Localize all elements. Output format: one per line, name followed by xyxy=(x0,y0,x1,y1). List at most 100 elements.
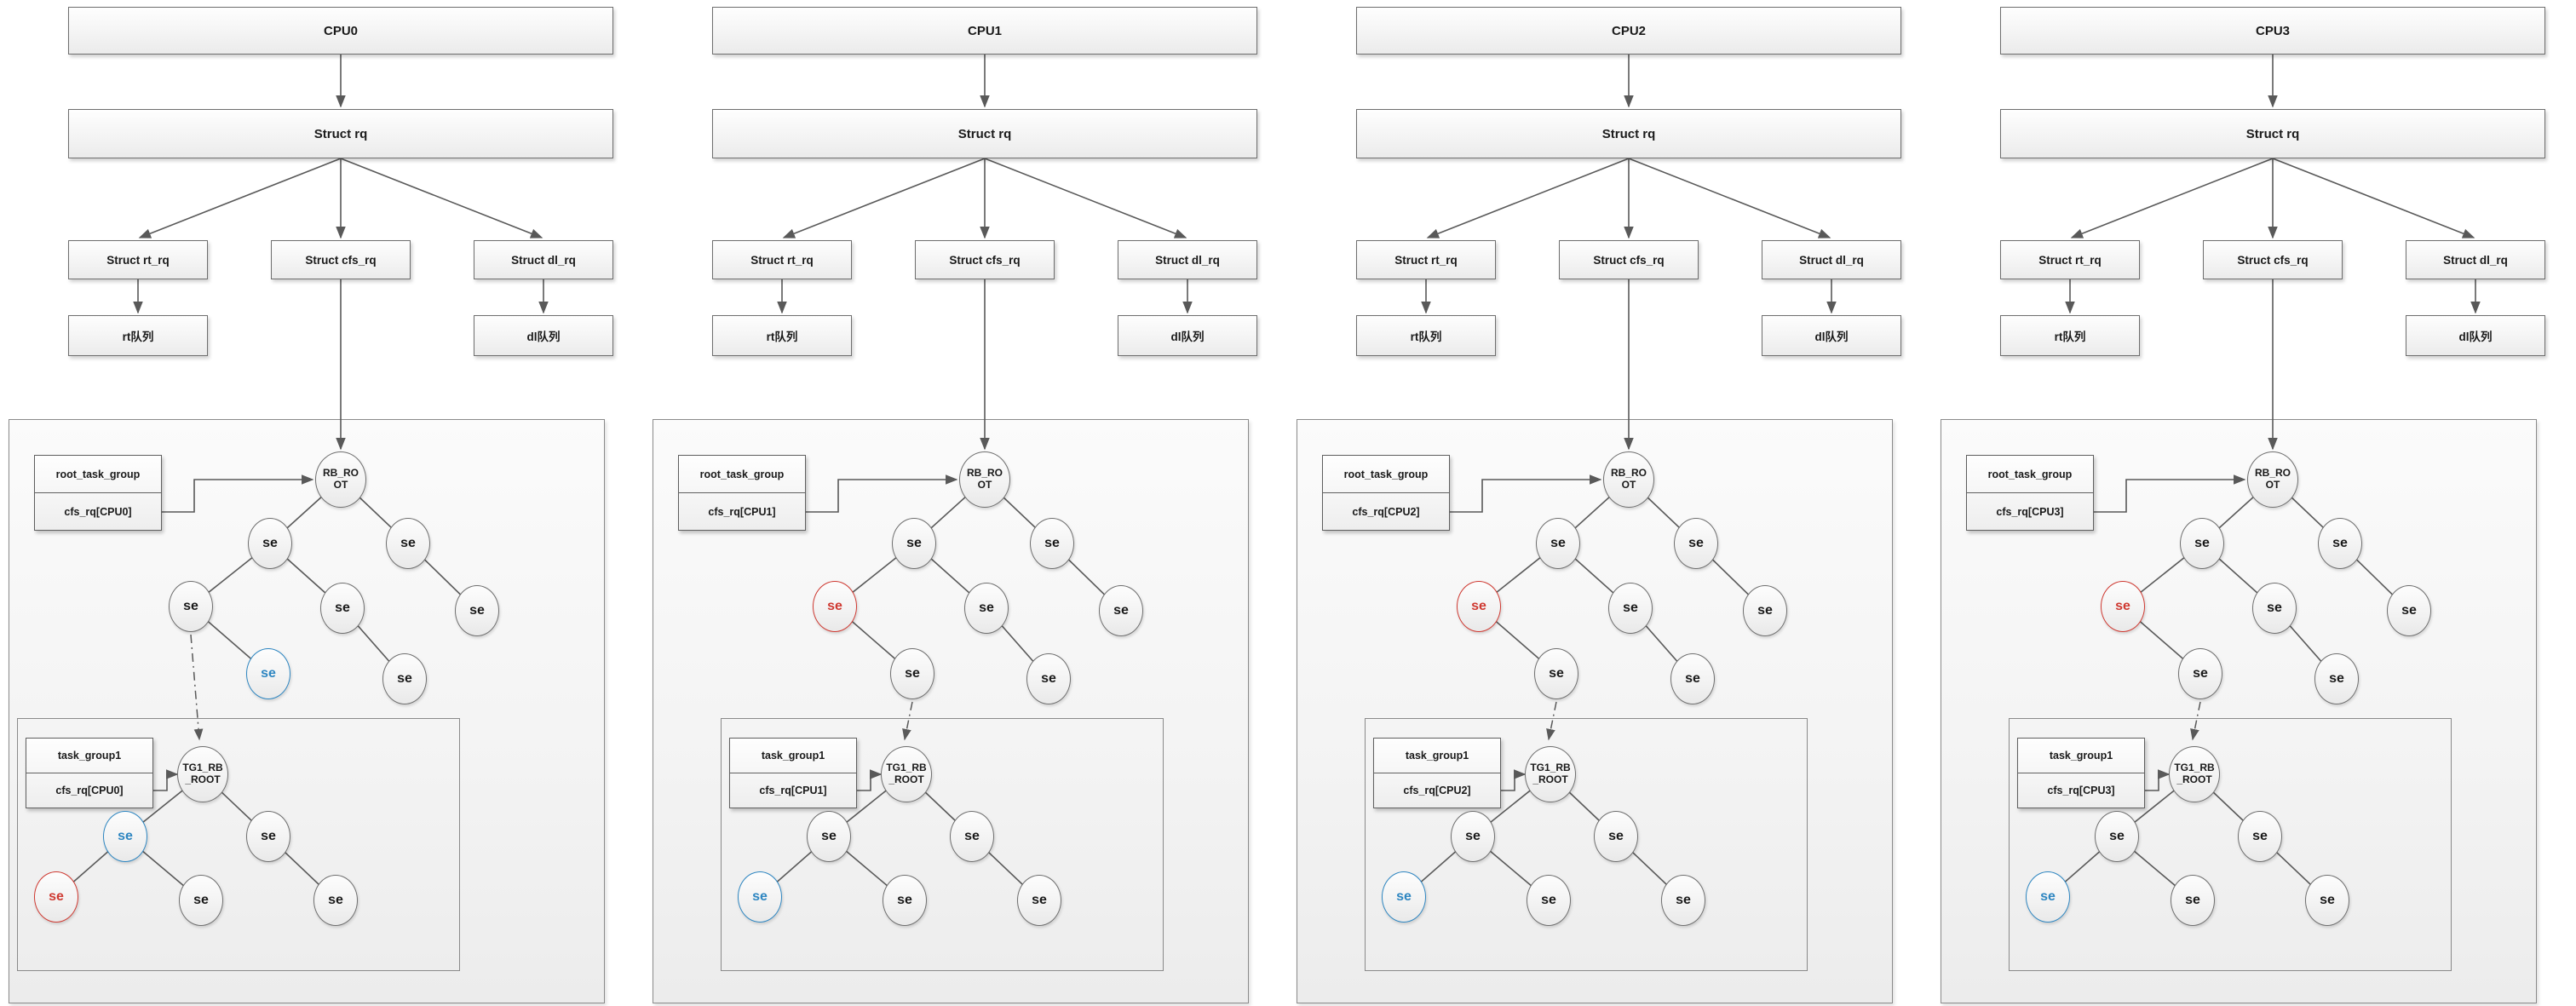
cpu-label: CPU3 xyxy=(2255,23,2290,38)
se-node-label: se xyxy=(979,601,994,615)
tg1-root-node-label: TG1_RB xyxy=(1530,762,1571,774)
struct-rt-rq-label: Struct rt_rq xyxy=(106,253,170,267)
se-node-label: se xyxy=(905,666,920,681)
struct-rq-box: Struct rq xyxy=(712,109,1257,158)
se-node-label: se xyxy=(1541,893,1556,907)
se-node: se xyxy=(2238,811,2282,862)
se-node-label: se xyxy=(1608,829,1624,843)
se-node: se xyxy=(1030,518,1074,569)
se-node: se xyxy=(1670,653,1715,704)
task-group-panel xyxy=(1365,718,1808,971)
task-group1-field: cfs_rq[CPU3] xyxy=(2047,785,2115,796)
se-node-label: se xyxy=(1676,893,1691,907)
se-node-label: se xyxy=(183,599,198,613)
se-node: se xyxy=(246,811,290,862)
se-node-label: se xyxy=(1685,671,1700,686)
rt-queue-label: rt队列 xyxy=(122,331,154,343)
task-group1-box: task_group1 cfs_rq[CPU1] xyxy=(729,738,857,808)
se-node-label: se xyxy=(193,893,209,907)
struct-dl-rq-box: Struct dl_rq xyxy=(2406,240,2545,279)
tg1-root-node-label: _ROOT xyxy=(2176,773,2212,785)
se-node-label: se xyxy=(49,889,64,904)
rt-queue-box: rt队列 xyxy=(2000,315,2140,356)
se-node: se xyxy=(1536,518,1580,569)
struct-cfs-rq-box: Struct cfs_rq xyxy=(2203,240,2343,279)
se-node-label: se xyxy=(2329,671,2344,686)
rb-root-node-label: OT xyxy=(1621,479,1636,491)
task-group1-box: task_group1 cfs_rq[CPU2] xyxy=(1373,738,1501,808)
task-group-panel xyxy=(721,718,1164,971)
tg1-root-node: TG1_RB_ROOT xyxy=(1525,746,1576,802)
se-node: se xyxy=(313,875,358,926)
se-node: se xyxy=(2095,811,2139,862)
struct-rq-label: Struct rq xyxy=(313,126,368,141)
se-node-label: se xyxy=(2109,829,2125,843)
task-group1-title: task_group1 xyxy=(2018,739,2144,773)
se-node: se xyxy=(320,583,365,634)
struct-rt-rq-box: Struct rt_rq xyxy=(68,240,208,279)
se-node: se xyxy=(813,581,857,632)
struct-rt-rq-box: Struct rt_rq xyxy=(712,240,852,279)
rb-root-node-label: RB_RO xyxy=(1610,467,1647,480)
tg1-root-node-label: _ROOT xyxy=(185,773,221,785)
rb-root-node-label: OT xyxy=(333,479,348,491)
se-node-label: se xyxy=(1549,666,1564,681)
root-task-group-box: root_task_group cfs_rq[CPU2] xyxy=(1322,455,1450,531)
cpu-column: CPU0 Struct rq Struct rt_rq Struct cfs_r… xyxy=(0,0,644,1006)
se-node: se xyxy=(964,583,1009,634)
se-node-label: se xyxy=(1471,599,1486,613)
se-node: se xyxy=(2101,581,2145,632)
se-node: se xyxy=(169,581,213,632)
cpu-box: CPU0 xyxy=(68,7,613,55)
struct-cfs-rq-box: Struct cfs_rq xyxy=(915,240,1055,279)
se-node: se xyxy=(1674,518,1718,569)
task-group1-title: task_group1 xyxy=(1374,739,1500,773)
se-node-label: se xyxy=(897,893,912,907)
root-task-group-box: root_task_group cfs_rq[CPU1] xyxy=(678,455,806,531)
se-node-label: se xyxy=(906,536,922,550)
se-node-label: se xyxy=(261,829,276,843)
se-node-label: se xyxy=(118,829,133,843)
cpu-label: CPU2 xyxy=(1611,23,1646,38)
se-node: se xyxy=(1527,875,1571,926)
struct-rq-label: Struct rq xyxy=(957,126,1012,141)
rb-root-node-label: RB_RO xyxy=(322,467,359,480)
dl-queue-box: dl队列 xyxy=(474,315,613,356)
struct-rt-rq-box: Struct rt_rq xyxy=(1356,240,1496,279)
se-node: se xyxy=(950,811,994,862)
root-task-group-title: root_task_group xyxy=(1323,456,1449,493)
task-group1-title: task_group1 xyxy=(26,739,152,773)
se-node-label: se xyxy=(1550,536,1566,550)
cpu-box: CPU2 xyxy=(1356,7,1901,55)
tg1-root-node-label: TG1_RB xyxy=(886,762,927,774)
se-node: se xyxy=(2180,518,2224,569)
struct-cfs-rq-box: Struct cfs_rq xyxy=(271,240,411,279)
task-group1-field: cfs_rq[CPU1] xyxy=(759,785,827,796)
se-node: se xyxy=(455,585,499,636)
struct-rq-label: Struct rq xyxy=(1601,126,1656,141)
tg1-root-node-label: _ROOT xyxy=(1532,773,1568,785)
se-node: se xyxy=(1457,581,1501,632)
struct-dl-rq-box: Struct dl_rq xyxy=(1762,240,1901,279)
se-node-label: se xyxy=(1757,603,1773,618)
se-node-label: se xyxy=(1623,601,1638,615)
struct-cfs-rq-label: Struct cfs_rq xyxy=(2237,253,2309,267)
se-node-label: se xyxy=(335,601,350,615)
se-node: se xyxy=(386,518,430,569)
se-node: se xyxy=(248,518,292,569)
se-node: se xyxy=(883,875,927,926)
se-node: se xyxy=(738,871,782,923)
dl-queue-box: dl队列 xyxy=(2406,315,2545,356)
rb-root-node-label: OT xyxy=(2265,479,2280,491)
cpu-label: CPU1 xyxy=(967,23,1002,38)
struct-dl-rq-label: Struct dl_rq xyxy=(1799,253,1864,267)
se-node: se xyxy=(892,518,936,569)
rt-queue-label: rt队列 xyxy=(2054,331,2086,343)
se-node: se xyxy=(103,811,147,862)
se-node-label: se xyxy=(1113,603,1129,618)
se-node-label: se xyxy=(827,599,842,613)
se-node: se xyxy=(1743,585,1787,636)
